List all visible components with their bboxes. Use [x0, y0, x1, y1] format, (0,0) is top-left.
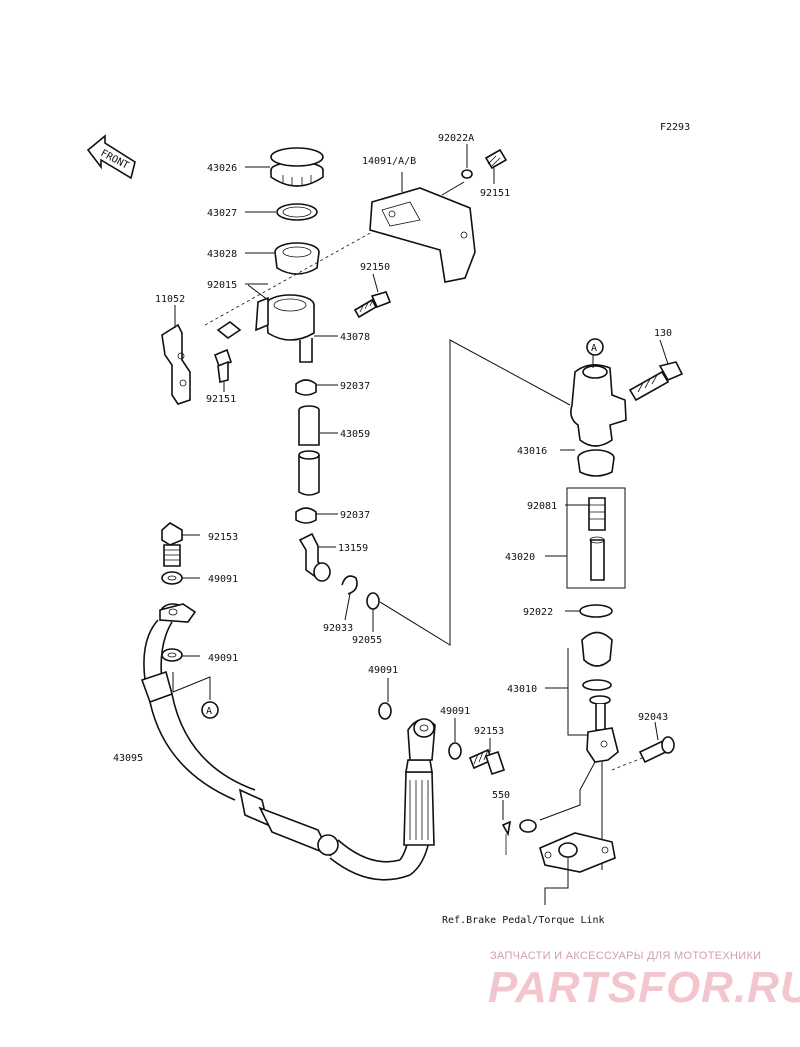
pin-dashline [611, 757, 643, 771]
svg-text:A: A [591, 343, 597, 354]
guard-14091-icon [369, 187, 476, 283]
ref-leader [544, 858, 569, 905]
label-92037-top: 92037 [340, 381, 370, 392]
label-43020: 43020 [505, 552, 535, 563]
piston-43020-icon [589, 536, 605, 581]
label-92033: 92033 [323, 623, 353, 634]
screw-92151-top-icon [484, 148, 508, 170]
master-cylinder-43016-icon [570, 364, 627, 477]
label-49091-b: 49091 [208, 653, 238, 664]
banjo-bolt-92153-right-icon [468, 748, 506, 776]
label-92015: 92015 [207, 280, 237, 291]
watermark-logo: PARTSFOR.RU [488, 963, 800, 1012]
svg-text:A: A [206, 706, 212, 717]
bolt-92150-icon [353, 291, 392, 319]
leader-a-bottom [172, 676, 211, 700]
diagram-code: F2293 [660, 122, 690, 133]
front-arrow-icon: FRONT [86, 134, 136, 180]
label-92153-left: 92153 [208, 532, 238, 543]
label-49091-a: 49091 [208, 574, 238, 585]
piston-kit-box [566, 487, 626, 589]
reservoir-icon [255, 294, 315, 363]
leader-92033 [344, 593, 351, 621]
washer-49091-c-icon [378, 702, 392, 720]
label-49091-d: 49091 [440, 706, 470, 717]
label-43095: 43095 [113, 753, 143, 764]
hose-43059-icon [298, 405, 320, 496]
label-92150: 92150 [360, 262, 390, 273]
washer-92022a-icon [461, 169, 473, 179]
label-43027: 43027 [207, 208, 237, 219]
ref-text: Ref.Brake Pedal/Torque Link [442, 915, 605, 926]
label-43026: 43026 [207, 163, 237, 174]
washer-49091-b-icon [161, 648, 183, 662]
leader-92043 [654, 721, 659, 741]
bracket-11052-icon [161, 321, 242, 405]
label-92022a: 92022A [438, 133, 474, 144]
circlip-92033-icon [341, 575, 358, 595]
mount-dashline [204, 221, 391, 326]
label-130: 130 [654, 328, 672, 339]
label-43016: 43016 [517, 446, 547, 457]
marker-a-top: A [586, 338, 604, 356]
o-ring-92055-icon [366, 592, 380, 610]
leader-92150 [372, 273, 379, 293]
label-92151-left: 92151 [206, 394, 236, 405]
diaphragm-icon [274, 242, 320, 275]
cotter-pin-550-icon [501, 820, 512, 855]
label-11052: 11052 [155, 294, 185, 305]
leader-92015-to-reservoir [247, 284, 269, 301]
label-43059: 43059 [340, 429, 370, 440]
label-92022: 92022 [523, 607, 553, 618]
label-13159: 13159 [338, 543, 368, 554]
washer-49091-d-icon [448, 742, 462, 760]
banjo-bolt-92153-left-icon [161, 522, 183, 567]
label-92081: 92081 [527, 501, 557, 512]
reservoir-cap-icon [270, 147, 324, 187]
bolt-92151-left-icon [213, 348, 233, 383]
washer-49091-a-icon [161, 571, 183, 585]
spring-92081-icon [588, 497, 606, 531]
label-92037-bottom: 92037 [340, 510, 370, 521]
push-rod-43010-icon [581, 631, 619, 763]
label-92055: 92055 [352, 635, 382, 646]
label-92043: 92043 [638, 712, 668, 723]
assembly-connector-line [379, 339, 571, 646]
washer-bottom-icon [519, 819, 537, 833]
label-43078: 43078 [340, 332, 370, 343]
marker-a-bottom: A [201, 701, 219, 719]
label-92151-top: 92151 [480, 188, 510, 199]
circlip-92022-icon [579, 604, 613, 618]
label-43028: 43028 [207, 249, 237, 260]
label-92153-right: 92153 [474, 726, 504, 737]
clamp-92037-top-icon [295, 379, 317, 396]
bolt-130-icon [628, 361, 684, 402]
brake-hose-43095-icon [140, 603, 436, 881]
leader-92022a-guard [441, 181, 465, 196]
label-550: 550 [492, 790, 510, 801]
pedal-link-icon [539, 832, 616, 873]
pin-92043-icon [638, 736, 675, 764]
label-49091-c: 49091 [368, 665, 398, 676]
diaphragm-plate-icon [276, 203, 318, 221]
fitting-13159-icon [298, 532, 331, 582]
leader-130 [659, 339, 669, 365]
label-43010: 43010 [507, 684, 537, 695]
clamp-92037-bottom-icon [295, 507, 317, 524]
watermark-tagline: ЗАПЧАСТИ И АКСЕССУАРЫ ДЛЯ МОТОТЕХНИКИ [490, 950, 762, 962]
clevis-link-line [539, 761, 596, 821]
leader-43010-bracket [567, 648, 588, 736]
label-14091: 14091/A/B [362, 156, 416, 167]
